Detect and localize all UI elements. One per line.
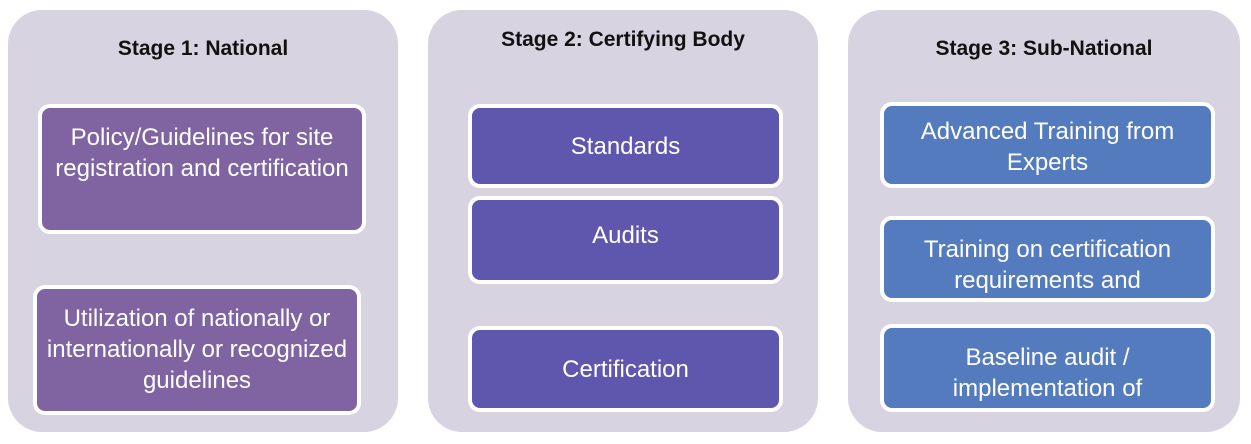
stage-3-title: Stage 3: Sub-National (935, 37, 1153, 60)
stage-1-panel: Stage 1: National Policy/Guidelines for … (8, 10, 398, 432)
baseline-audit-box: Baseline audit / implementation of (880, 324, 1215, 412)
stage-3-panel: Stage 3: Sub-National Advanced Training … (848, 10, 1240, 432)
certification-training-box: Training on certification requirements a… (880, 216, 1215, 302)
advanced-training-box: Advanced Training from Experts (880, 102, 1215, 188)
policy-guidelines-box: Policy/Guidelines for site registration … (38, 104, 366, 234)
recognized-guidelines-box: Utilization of nationally or internation… (33, 285, 361, 415)
stage-2-panel: Stage 2: Certifying Body Standards Audit… (428, 10, 818, 432)
certification-box: Certification (468, 326, 783, 412)
stage-2-title: Stage 2: Certifying Body (501, 28, 745, 51)
standards-box: Standards (468, 104, 783, 188)
audits-box: Audits (468, 196, 783, 284)
stage-1-title: Stage 1: National (117, 37, 289, 60)
